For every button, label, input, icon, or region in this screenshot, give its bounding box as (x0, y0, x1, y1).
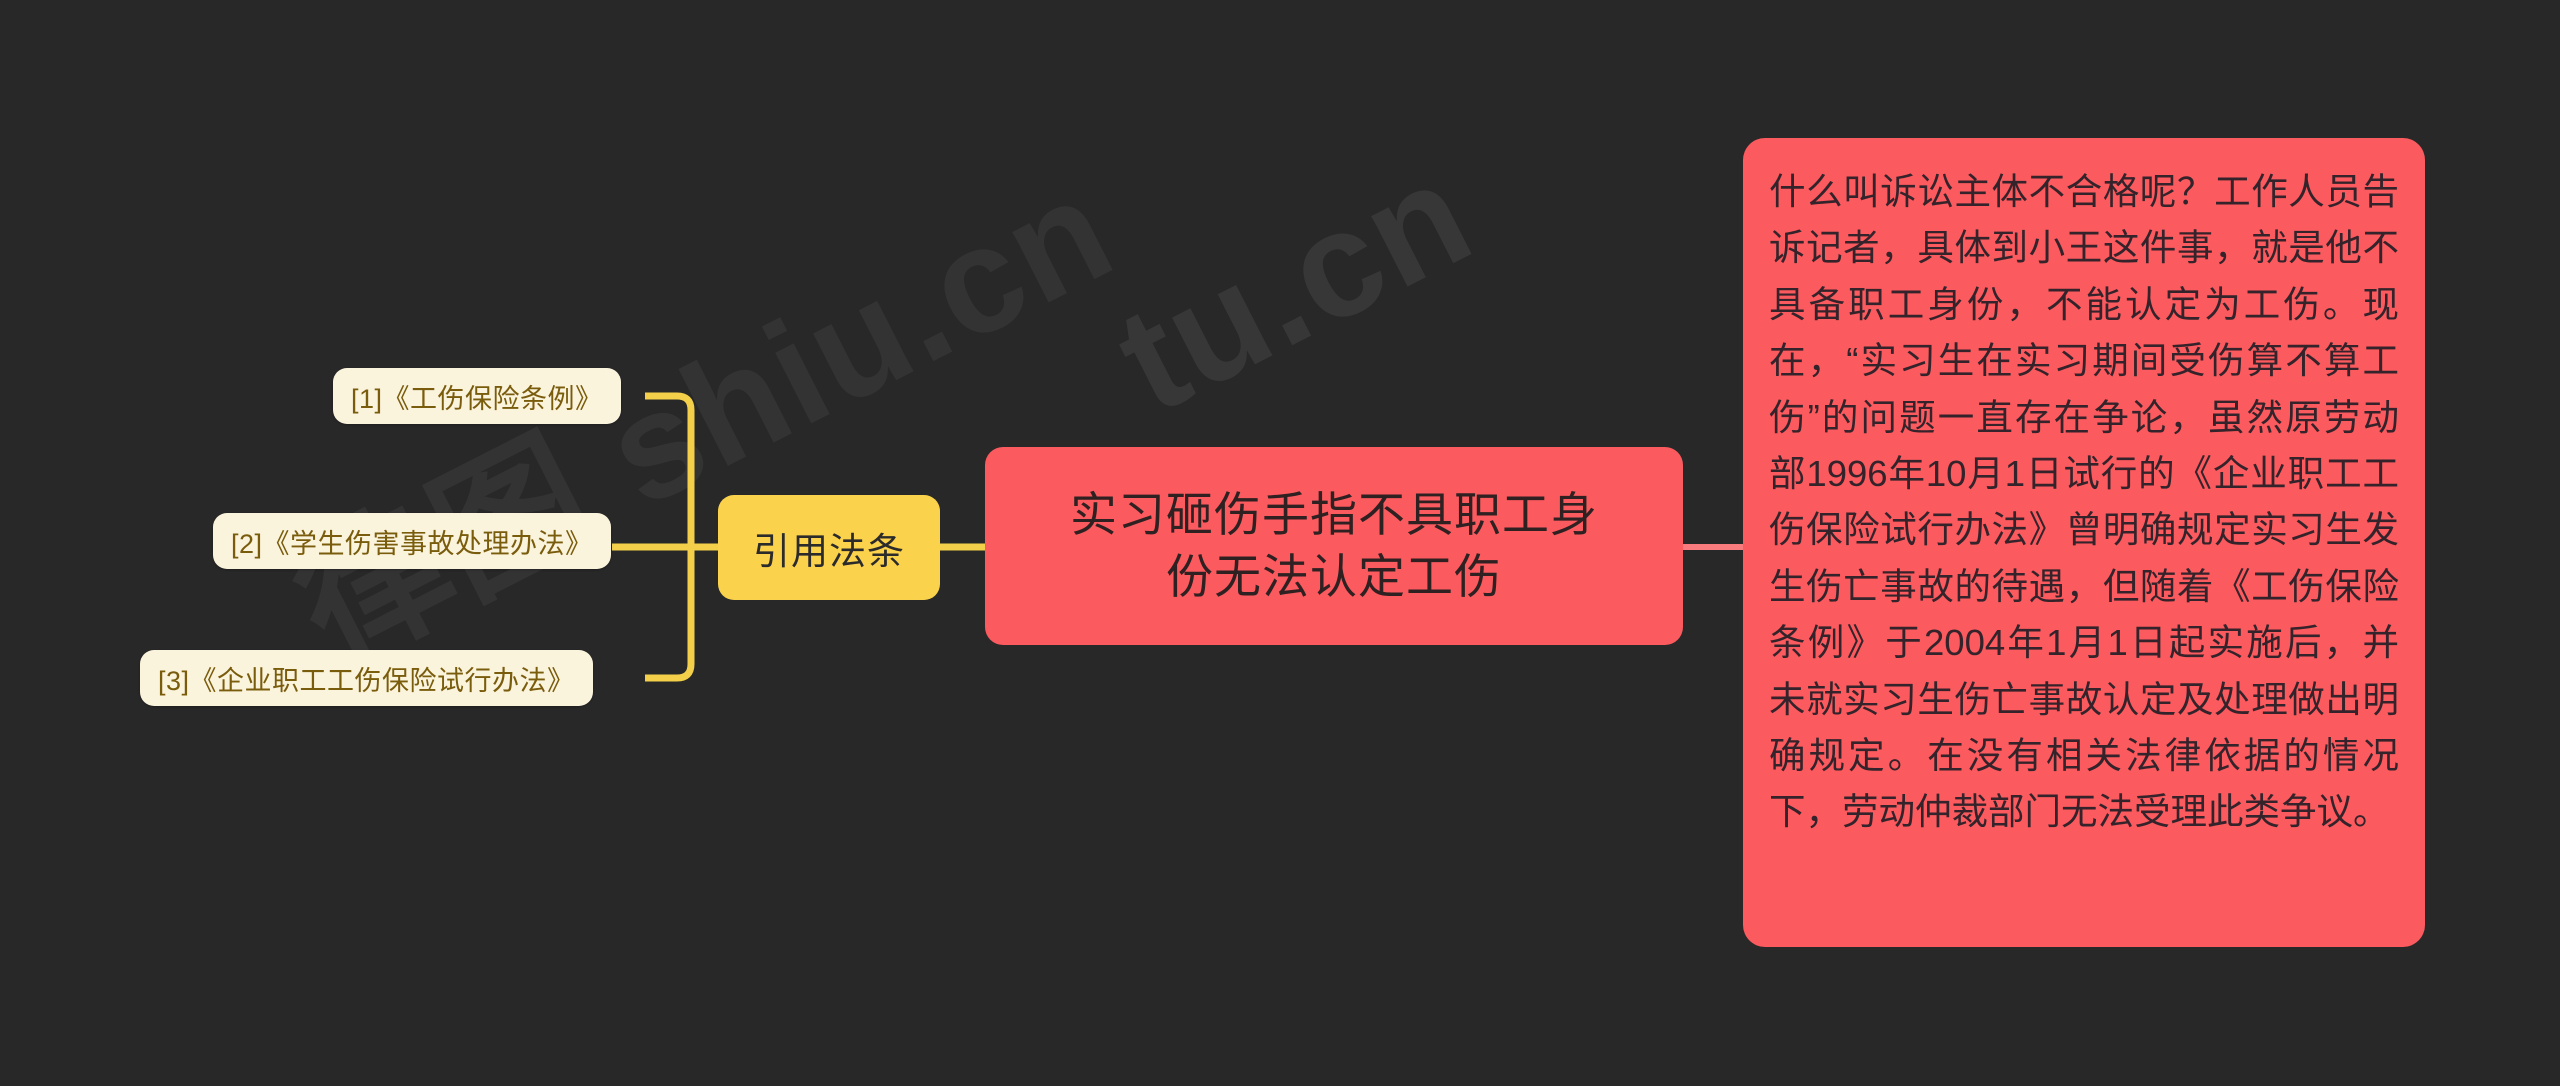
central-node-title: 实习砸伤手指不具职工身 份无法认定工伤 (1070, 484, 1598, 608)
leaf-node-2-label: [2]《学生伤害事故处理办法》 (231, 528, 593, 559)
central-node[interactable]: 实习砸伤手指不具职工身 份无法认定工伤 (985, 447, 1683, 645)
branch-node-cited-laws[interactable]: 引用法条 (718, 495, 940, 600)
leaf-node-2[interactable]: [2]《学生伤害事故处理办法》 (213, 513, 611, 569)
leaf-node-1[interactable]: [1]《工伤保险条例》 (333, 368, 621, 424)
leaf-node-3[interactable]: [3]《企业职工工伤保险试行办法》 (140, 650, 593, 706)
branch-node-label: 引用法条 (753, 530, 905, 572)
detail-panel[interactable]: 什么叫诉讼主体不合格呢？工作人员告诉记者，具体到小王这件事，就是他不具备职工身份… (1743, 138, 2425, 947)
detail-panel-text: 什么叫诉讼主体不合格呢？工作人员告诉记者，具体到小王这件事，就是他不具备职工身份… (1769, 171, 2399, 833)
central-node-line-1: 实习砸伤手指不具职工身 (1070, 487, 1598, 541)
leaf-node-1-label: [1]《工伤保险条例》 (351, 383, 603, 414)
edge-trunk-bracket (645, 392, 695, 682)
leaf-node-3-label: [3]《企业职工工伤保险试行办法》 (158, 665, 575, 696)
central-node-line-2: 份无法认定工伤 (1166, 550, 1502, 603)
